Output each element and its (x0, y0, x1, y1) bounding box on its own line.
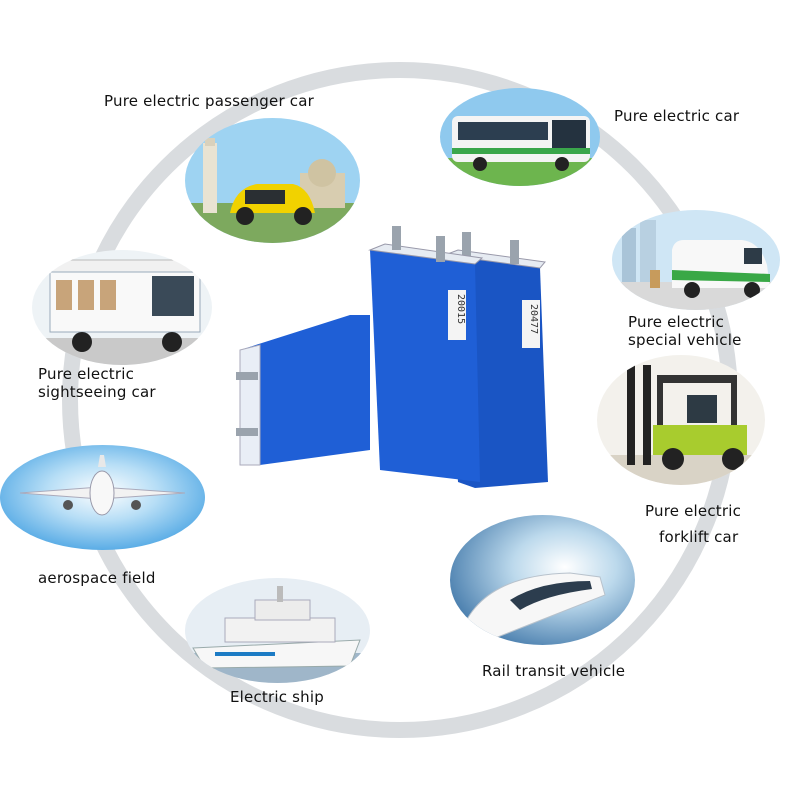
special-vehicle-label-line-2: special vehicle (628, 331, 742, 349)
special-vehicle-label: Pure electric special vehicle (628, 313, 742, 349)
forklift-image (597, 355, 765, 485)
special-vehicle-image (612, 210, 780, 310)
sightseeing-car-label-line-2: sightseeing car (38, 383, 156, 401)
sightseeing-car-image (32, 250, 212, 365)
battery-cells-illustration: 20477 20015 (230, 220, 570, 500)
cell-code-front: 20015 (455, 294, 466, 324)
aerospace-image (0, 445, 205, 550)
rail-transit-image (450, 515, 635, 645)
electric-ship-label: Electric ship (230, 688, 324, 706)
electric-car-label: Pure electric car (614, 107, 740, 125)
cell-code-back: 20477 (528, 304, 539, 334)
rail-transit-label: Rail transit vehicle (482, 662, 626, 680)
forklift-label-line-1: Pure electric (645, 502, 742, 520)
forklift-label: Pure electric forklift car (645, 502, 741, 546)
electric-ship-image (185, 578, 370, 683)
aerospace-label: aerospace field (38, 569, 156, 587)
forklift-label-line-2: forklift car (659, 528, 739, 546)
battery-cell-standing-front: 20015 (368, 226, 484, 482)
electric-car-image (440, 88, 600, 186)
special-vehicle-label-line-1: Pure electric (628, 313, 725, 331)
sightseeing-car-label-line-1: Pure electric (38, 365, 135, 383)
passenger-car-label: Pure electric passenger car (104, 92, 314, 110)
battery-cell-lying (236, 315, 370, 466)
sightseeing-car-label: Pure electric sightseeing car (38, 365, 156, 401)
